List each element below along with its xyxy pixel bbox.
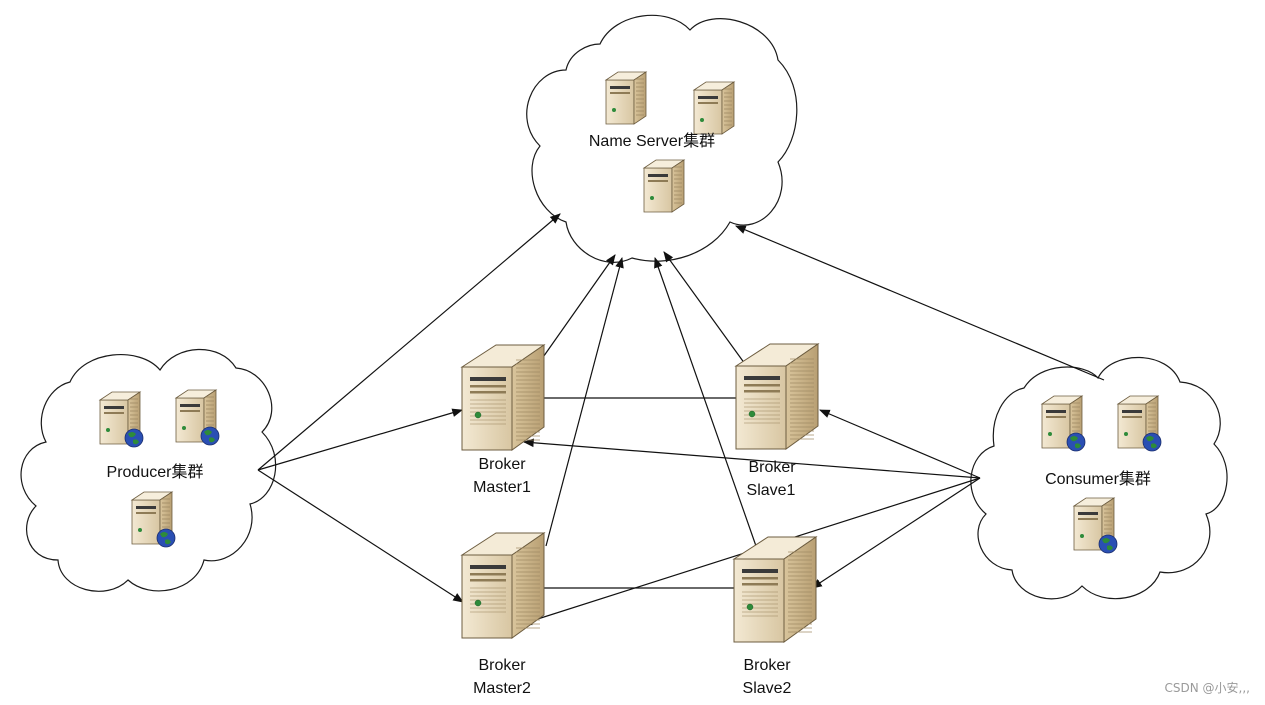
edge-producer-master1 (257, 408, 464, 471)
web-server-icon (1074, 498, 1117, 553)
server-icon (605, 71, 647, 125)
edge-slave1-nameserver (663, 251, 746, 365)
edge-consumer-slave2 (811, 477, 981, 589)
web-server-icon (1118, 396, 1161, 451)
name-server-cloud (526, 14, 798, 263)
broker-master2-label-line2: Master2 (473, 680, 531, 697)
name-server-cluster-label: Name Server集群 (589, 132, 715, 150)
web-server-icon (176, 390, 219, 445)
edge-producer-nameserver (257, 213, 561, 471)
consumer-cloud (970, 356, 1228, 600)
broker-slave2-label-line1: Broker (743, 657, 791, 674)
edge-master1-nameserver (533, 254, 616, 371)
edge-producer-master2 (257, 469, 464, 603)
broker-server-icon (461, 344, 545, 451)
edge-consumer-master1 (522, 438, 981, 479)
server-icon (643, 159, 685, 213)
web-server-icon (100, 392, 143, 447)
broker-server-icon (735, 343, 819, 450)
broker-slave1-label-line1: Broker (748, 459, 796, 476)
consumer-cluster-label: Consumer集群 (1045, 470, 1151, 488)
web-server-icon (132, 492, 175, 547)
broker-slave2-label-line2: Slave2 (743, 680, 792, 697)
broker-master1-label-line2: Master1 (473, 479, 531, 496)
edge-consumer-slave1 (819, 409, 981, 479)
broker-server-icon (461, 532, 545, 639)
edge-master2-nameserver (545, 256, 624, 547)
csdn-watermark: CSDN @小安,,, (1165, 680, 1250, 695)
web-server-icon (1042, 396, 1085, 451)
broker-master2-label-line1: Broker (478, 657, 526, 674)
broker-slave1-label-line2: Slave1 (747, 482, 796, 499)
producer-cluster-label: Producer集群 (107, 463, 204, 481)
server-icon (693, 81, 735, 135)
connections (257, 213, 1105, 626)
edge-slave2-nameserver (654, 256, 757, 547)
broker-master1-label-line1: Broker (478, 456, 526, 473)
edge-consumer-nameserver (735, 225, 1105, 381)
broker-server-icon (733, 536, 817, 643)
